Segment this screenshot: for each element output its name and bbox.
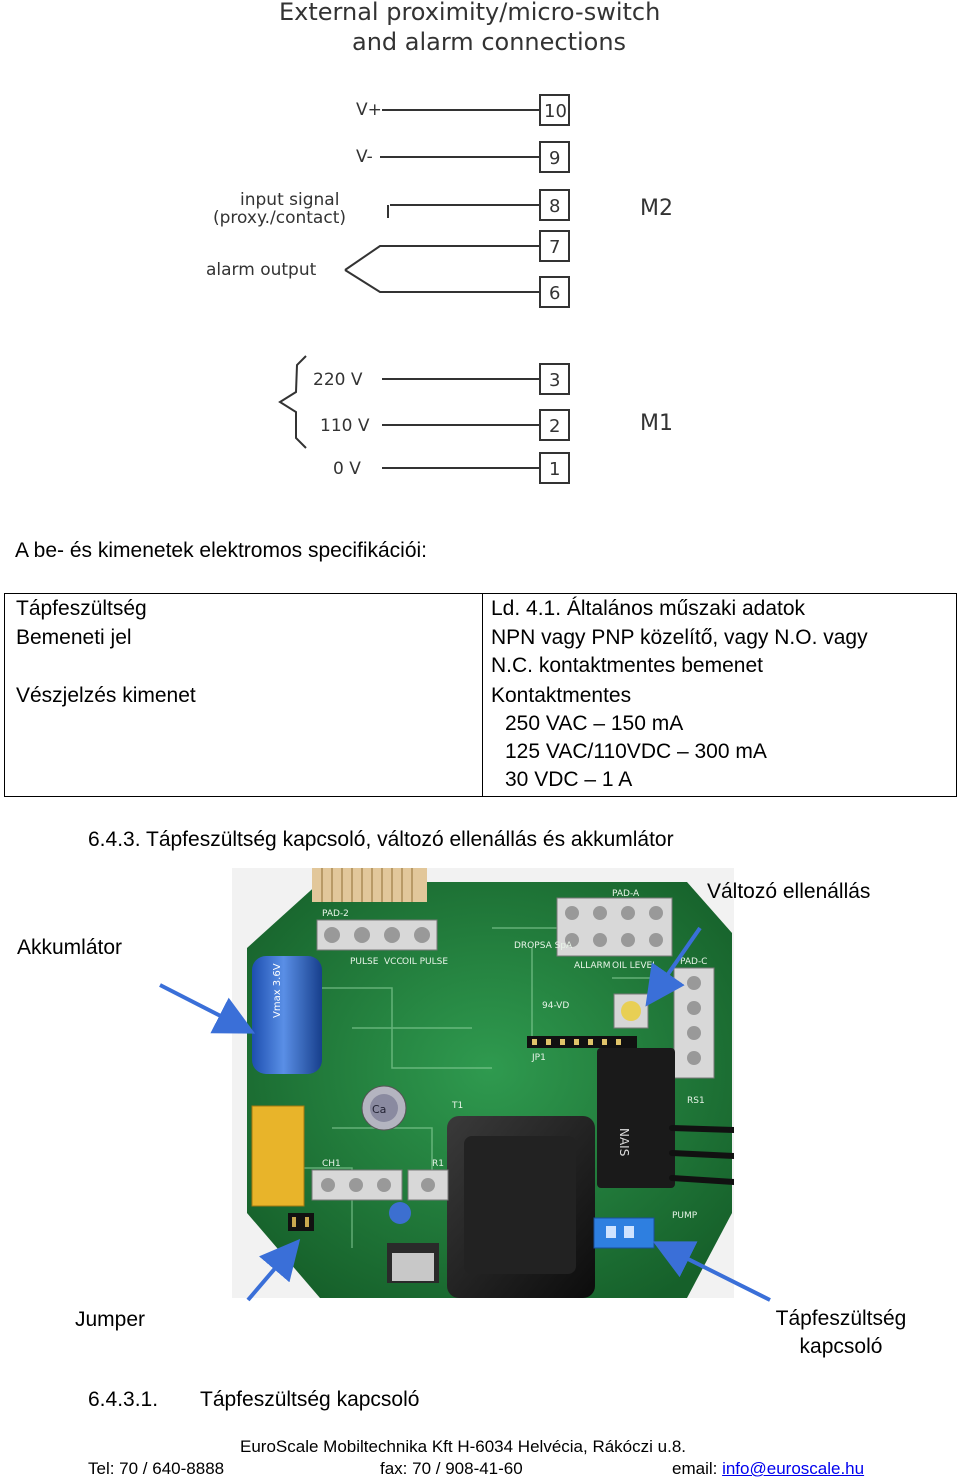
ribbon-connector: [312, 868, 427, 902]
silk-pump: PUMP: [672, 1211, 698, 1221]
silk-padc: PAD-C: [680, 957, 707, 967]
power-switch-label-line2: kapcsoló: [799, 1335, 883, 1358]
section-heading: 6.4.3. Tápfeszültség kapcsoló, változó e…: [88, 828, 674, 851]
capacitor-text: Ca: [372, 1103, 386, 1116]
vplus-label: V+: [356, 100, 382, 120]
silk-oil-pulse: OIL PULSE: [402, 957, 448, 967]
jumper-arrow: [246, 1238, 301, 1302]
terminal-number: 2: [549, 416, 560, 437]
header-pins: [527, 1036, 637, 1048]
potentiometer-label: Változó ellenállás: [707, 880, 871, 903]
terminal-number: 9: [549, 148, 560, 169]
battery: Vmax 3.6V: [252, 956, 322, 1074]
silk-oil-level: OIL LEVEL: [612, 961, 657, 971]
footer-email-link[interactable]: info@euroscale.hu: [722, 1459, 865, 1478]
terminal-number: 7: [549, 237, 560, 258]
diagram-title-line2: and alarm connections: [352, 28, 626, 56]
silk-pad2: PAD-2: [322, 909, 349, 919]
terminal-number: 10: [544, 101, 567, 122]
input-signal-label: input signal: [240, 190, 339, 210]
specs-intro: A be- és kimenetek elektromos specifikác…: [15, 539, 428, 562]
terminal-number: 8: [549, 196, 560, 217]
v110-label: 110 V: [320, 416, 370, 436]
spec-name-power: Tápfeszültség: [16, 597, 147, 620]
subsection-title: Tápfeszültség kapcsoló: [200, 1388, 420, 1411]
terminal-block-pada: [556, 897, 673, 957]
diagram-title-line1: External proximity/micro-switch: [279, 0, 660, 26]
terminal-number: 3: [549, 370, 560, 391]
spec-name-input: Bemeneti jel: [16, 626, 132, 649]
spec-value-alarm-line1: Kontaktmentes: [491, 684, 632, 707]
footer-company: EuroScale Mobiltechnika Kft H-6034 Helvé…: [240, 1437, 686, 1456]
subsection-number: 6.4.3.1.: [88, 1388, 159, 1411]
pcb-illustration: Vmax 3.6V Ca NAIS: [247, 868, 734, 1298]
transformer: [447, 1116, 595, 1298]
battery-label: Akkumlátor: [17, 936, 123, 959]
silk-pada: PAD-A: [612, 889, 640, 899]
terminal-number: 6: [549, 283, 560, 304]
silk-r1: R1: [432, 1159, 444, 1169]
alarm-output-label: alarm output: [206, 260, 317, 280]
spec-table: Tápfeszültség Ld. 4.1. Általános műszaki…: [4, 593, 957, 797]
silk-pulse: PULSE: [350, 957, 379, 967]
relay: NAIS: [597, 1048, 675, 1188]
power-dip-switch: [593, 1217, 655, 1249]
v0-label: 0 V: [333, 459, 361, 479]
m2-wires: [344, 109, 540, 293]
m2-labels: V+ V- input signal (proxy./contact) alar…: [206, 100, 382, 280]
yellow-capacitor: [251, 1105, 305, 1207]
v220-label: 220 V: [313, 370, 363, 390]
terminal-block-r1: [407, 1169, 449, 1201]
silk-t1: T1: [451, 1101, 463, 1111]
silk-jp1: JP1: [531, 1053, 546, 1063]
spec-value-alarm-line2: 250 VAC – 150 mA: [505, 712, 684, 735]
potentiometer-arrow: [645, 926, 702, 1007]
electrolytic-capacitor: Ca: [361, 1085, 407, 1131]
m1-terminal-numbers: 3 2 1: [549, 370, 560, 480]
spec-name-alarm: Vészjelzés kimenet: [16, 684, 196, 707]
footer-email-label: email:: [672, 1459, 723, 1478]
m1-labels: 220 V 110 V 0 V: [313, 370, 370, 479]
m2-terminal-numbers: 10 9 8 7 6: [544, 101, 567, 304]
silkscreen-labels: PAD-2 PAD-A PAD-C PULSE VCC OIL PULSE DR…: [322, 889, 707, 1221]
m2-label: M2: [640, 196, 673, 221]
silk-vcc: VCC: [384, 957, 403, 967]
vminus-label: V-: [356, 147, 373, 167]
spec-value-alarm-line3: 125 VAC/110VDC – 300 mA: [505, 740, 767, 763]
input-signal-sub-label: (proxy./contact): [213, 208, 346, 228]
spec-value-alarm-line4: 30 VDC – 1 A: [505, 768, 633, 791]
power-switch-arrow: [652, 1241, 771, 1302]
spec-value-input-line2: N.C. kontaktmentes bemenet: [491, 654, 763, 677]
footer-tel: Tel: 70 / 640-8888: [88, 1459, 225, 1478]
terminal-block-ch1: [311, 1169, 403, 1201]
power-switch-label: Tápfeszültség kapcsoló: [760, 1305, 922, 1361]
ceramic-capacitor: [389, 1202, 411, 1224]
silk-board-number: 94-VD: [542, 1001, 569, 1011]
spec-value-power: Ld. 4.1. Általános műszaki adatok: [491, 597, 806, 620]
table-divider: [482, 594, 483, 796]
terminal-number: 1: [549, 459, 560, 480]
potentiometer: [613, 993, 649, 1029]
callout-arrows: [159, 926, 771, 1302]
spec-value-input-line1: NPN vagy PNP közelítő, vagy N.O. vagy: [491, 626, 868, 649]
jumper-label: Jumper: [75, 1308, 146, 1331]
wiring-diagram: External proximity/micro-switch and alar…: [206, 0, 673, 484]
silk-rs1: RS1: [687, 1096, 705, 1106]
pcb-photo: Vmax 3.6V Ca NAIS: [232, 868, 734, 1298]
m1-label: M1: [640, 411, 673, 436]
silk-dropsa: DROPSA SpA: [514, 941, 573, 951]
footer-email: email: info@euroscale.hu: [672, 1459, 864, 1479]
voltage-regulator: [387, 1243, 439, 1283]
output-wires: [669, 1125, 734, 1185]
footer-fax: fax: 70 / 908-41-60: [380, 1459, 523, 1478]
battery-text: Vmax 3.6V: [272, 963, 283, 1018]
relay-text: NAIS: [617, 1128, 631, 1156]
silk-allarm: ALLARM: [574, 961, 611, 971]
silk-ch1: CH1: [322, 1159, 341, 1169]
terminal-block-pad2: [316, 919, 438, 951]
power-switch-label-line1: Tápfeszültség: [775, 1307, 907, 1330]
jumper: [288, 1213, 314, 1231]
m1-wires: [278, 355, 540, 469]
battery-arrow: [159, 983, 256, 1034]
